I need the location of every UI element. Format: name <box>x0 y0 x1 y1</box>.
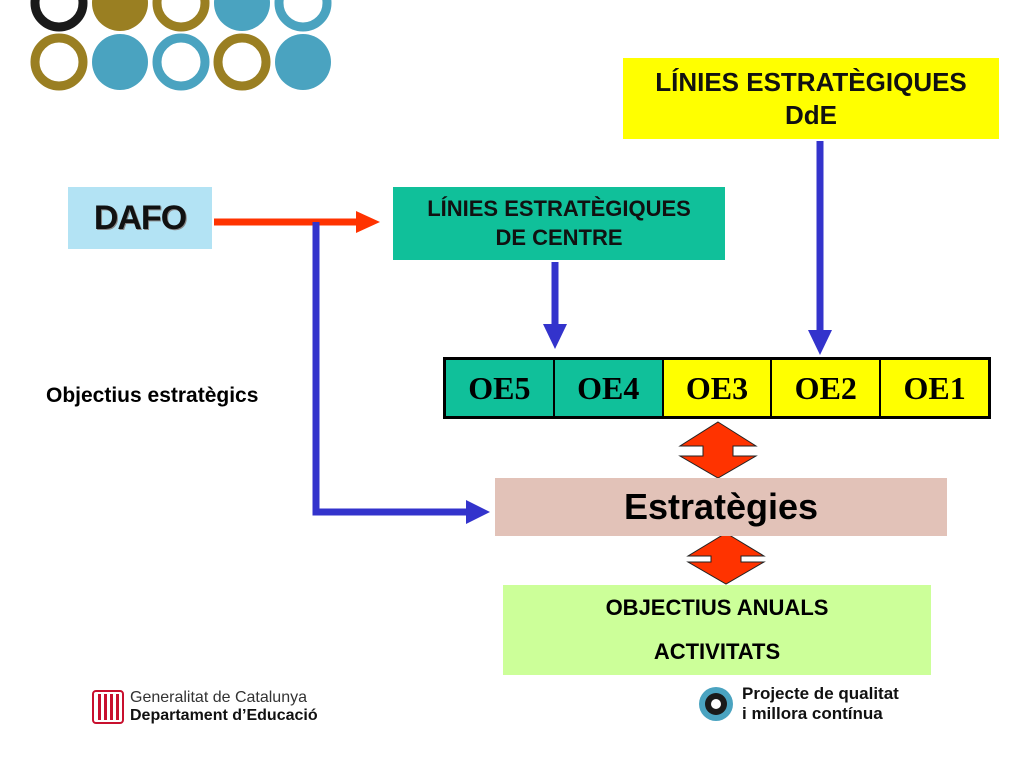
projecte-qualitat-logo: Projecte de qualitat i millora contínua <box>698 684 899 723</box>
logo-circle <box>30 33 88 91</box>
oe-cell: OE5 <box>446 360 555 416</box>
oe-row: OE5 OE4 OE3 OE2 OE1 <box>443 357 991 419</box>
logo-circle <box>213 33 271 91</box>
gencat-line2: Departament d’Educació <box>130 707 318 725</box>
gencat-logo: Generalitat de Catalunya Departament d’E… <box>92 689 318 726</box>
logo-circle <box>92 0 148 31</box>
oe-cell: OE1 <box>881 360 988 416</box>
linies-dde-line2: DdE <box>785 99 837 130</box>
linies-centre-box: LÍNIES ESTRATÈGIQUES DE CENTRE <box>393 187 725 260</box>
linies-dde-box: LÍNIES ESTRATÈGIQUES DdE <box>623 58 999 139</box>
logo-circle <box>92 34 148 90</box>
dafo-label: DAFO <box>93 198 187 237</box>
projecte-ring-icon <box>699 686 733 721</box>
double-arrow-oe-estrategies <box>678 421 758 479</box>
estrategies-box: Estratègies <box>495 478 947 536</box>
projecte-text: Projecte de qualitat i millora contínua <box>742 684 899 723</box>
oe-cell: OE3 <box>663 360 773 416</box>
arrow-dafo-to-estrategies <box>312 222 470 516</box>
arrow-head <box>466 500 490 524</box>
gencat-emblem-icon <box>92 690 124 725</box>
dafo-box: DAFO <box>68 187 212 249</box>
arrow-head <box>543 324 567 349</box>
estrategies-label: Estratègies <box>623 486 819 527</box>
oe-cell: OE2 <box>772 360 882 416</box>
logo-circle <box>214 0 270 31</box>
logo-circle <box>274 0 332 32</box>
oe-cell: OE4 <box>554 360 664 416</box>
logo-circle <box>152 33 210 91</box>
arrow-head <box>808 330 832 355</box>
logo-circle <box>275 34 331 90</box>
logo-circle <box>152 0 210 32</box>
projecte-line1: Projecte de qualitat <box>742 684 899 703</box>
double-arrow-estrategies-objectius <box>686 532 766 585</box>
logo-circle <box>30 0 88 32</box>
linies-centre-line1: LÍNIES ESTRATÈGIQUES <box>427 195 691 221</box>
objectius-estrategics-label: Objectius estratègics <box>46 384 259 407</box>
arrow-head <box>356 211 380 233</box>
objectius-anuals-line1: OBJECTIUS ANUALS <box>605 595 829 620</box>
linies-dde-line1: LÍNIES ESTRATÈGIQUES <box>655 67 967 97</box>
gencat-line1: Generalitat de Catalunya <box>130 689 307 706</box>
objectius-anuals-box: OBJECTIUS ANUALS ACTIVITATS <box>503 585 931 675</box>
objectius-anuals-line2: ACTIVITATS <box>653 639 781 664</box>
gencat-text: Generalitat de Catalunya Departament d’E… <box>130 689 318 726</box>
projecte-line2: i millora contínua <box>742 703 883 723</box>
linies-centre-line2: DE CENTRE <box>495 224 623 250</box>
